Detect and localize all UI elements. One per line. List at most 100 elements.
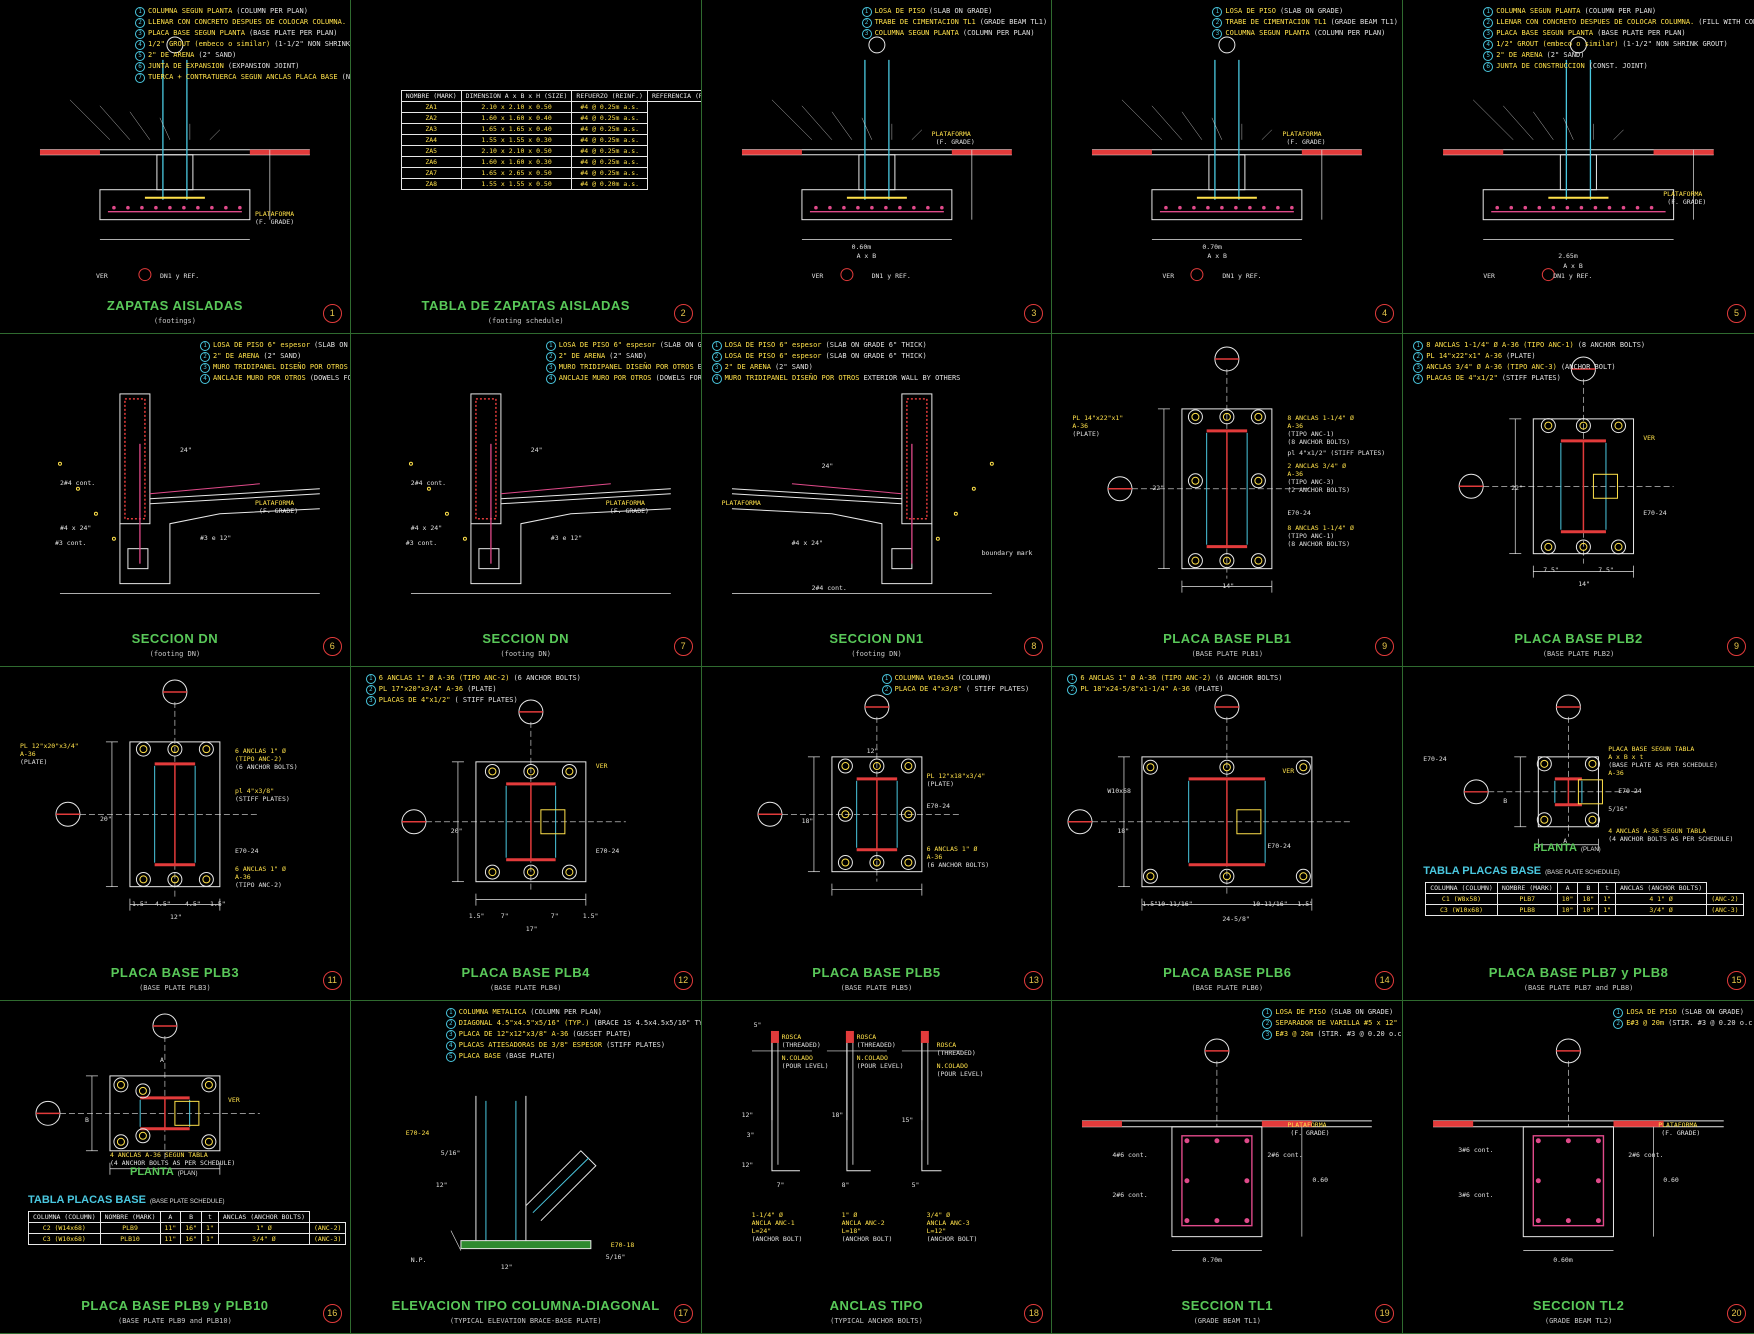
- drawing-circle: [113, 1076, 129, 1092]
- table-cell: #4 @ 0.25m a.s.: [571, 145, 648, 157]
- drawing-circle: [1566, 1217, 1572, 1223]
- note-text: COLUMNA SEGUN PLANTA: [1225, 29, 1310, 37]
- note-text: PLACA BASE SEGUN PLANTA: [148, 29, 245, 37]
- drawing-circle: [1565, 205, 1570, 210]
- drawing-circle: [1579, 205, 1584, 210]
- callout-label: (PLATE): [20, 758, 48, 766]
- drawing-circle: [1223, 763, 1232, 772]
- note-text: ANCLAS 3/4" Ø A-36 (TIPO ANC-3): [1426, 362, 1557, 371]
- drawing-circle: [166, 36, 184, 54]
- note-text: PL 18"x24-5/8"x1-1/4" A-36: [1080, 685, 1190, 693]
- callout-label: DN1 y REF.: [1553, 272, 1593, 280]
- callout-label: 5/16": [1608, 805, 1628, 813]
- callout-label: 24": [180, 445, 192, 454]
- note-text: 1/2" GROUT (embeco o similar): [1496, 40, 1619, 48]
- callout-label: 4 ANCLAS A-36 SEGUN TABLA: [110, 1150, 208, 1159]
- drawing-circle: [201, 1133, 217, 1149]
- detail-number-bubble: 17: [673, 1304, 693, 1323]
- table-cell: 11": [159, 1221, 182, 1234]
- callout-label: #4 x 24": [791, 538, 823, 547]
- callout-label: (STIFF PLATES): [235, 795, 290, 803]
- note-key: 3: [711, 362, 722, 373]
- drawing-circle: [526, 868, 535, 877]
- table-cell: 3/4" Ø: [217, 1232, 311, 1245]
- callout-label: (F. GRADE): [1290, 1128, 1330, 1137]
- note-english: (BRACE 1S 4.5x4.5x5/16" TYPICAL): [593, 1018, 700, 1027]
- drawing-circle: [1191, 412, 1200, 421]
- table-cell: ZA6: [400, 156, 462, 168]
- callout-label: 8 ANCLAS 1-1/4" Ø: [1287, 523, 1354, 532]
- detail-title: SECCION DN: [131, 631, 219, 646]
- drawing-circle: [935, 536, 940, 541]
- table-cell: C1 (W8x58): [1425, 893, 1498, 905]
- drawing-circle: [1523, 205, 1528, 210]
- callout-label: #3 e 12": [550, 533, 583, 542]
- callout-label: A-36: [1608, 769, 1624, 777]
- drawing-circle: [484, 763, 500, 779]
- note-english: (SLAB ON GRADE 6" THICK): [659, 340, 702, 349]
- detail-number-bubble: 5: [1726, 303, 1746, 323]
- drawing-line: [1122, 99, 1163, 140]
- slab-hatch: [1443, 149, 1504, 155]
- callout-label: E70-24: [235, 847, 259, 855]
- drawing-circle: [900, 855, 916, 870]
- drawing-circle: [1244, 1177, 1250, 1183]
- drawing-rect: [900, 392, 932, 524]
- drawing-circle: [135, 871, 151, 887]
- drawing-circle: [841, 205, 846, 210]
- detail-subtitle: (BASE PLATE PLB3): [139, 983, 211, 992]
- detail-number-bubble: 16: [322, 1304, 342, 1323]
- detail-title: PLACA BASE PLB9 y PLB10: [81, 1298, 269, 1313]
- note-key: 6: [135, 62, 145, 72]
- drawing-rect: [1208, 154, 1246, 191]
- thread-mark: [770, 1030, 779, 1043]
- drawing-circle: [57, 461, 62, 466]
- drawing-circle: [1254, 412, 1263, 421]
- callout-label: PLATAFORMA: [1663, 190, 1703, 198]
- drawing-rect: [127, 547, 149, 569]
- drawing-circle: [813, 205, 818, 210]
- drawing-circle: [1290, 205, 1295, 210]
- schedule-title: TABLA PLACAS BASE(BASE PLATE SCHEDULE): [28, 1193, 225, 1206]
- callout-label: 5/16": [440, 1148, 461, 1157]
- callout-label: 2#4 cont.: [410, 478, 447, 487]
- drawing-circle: [1219, 759, 1235, 775]
- detail-title: PLACA BASE PLB7 y PLB8: [1488, 964, 1669, 980]
- note-key: 3: [1483, 29, 1494, 39]
- detail-number-bubble: 18: [1024, 1304, 1044, 1323]
- note-english: (2" SAND): [263, 351, 302, 360]
- thread-mark: [845, 1030, 854, 1043]
- detail-title: PLACA BASE PLB1: [1163, 631, 1292, 646]
- callout-label: VER: [595, 762, 608, 770]
- callout-label: VER: [1483, 272, 1495, 280]
- thread-mark: [920, 1030, 929, 1043]
- note-english: (STIFF PLATES): [606, 1040, 666, 1049]
- callout-label: (THREADED): [936, 1048, 976, 1057]
- drawing-circle: [1296, 868, 1312, 884]
- drawing-circle: [204, 1080, 213, 1089]
- callout-label: L=12": [926, 1226, 947, 1235]
- table-cell: (ANC-2): [1706, 893, 1744, 905]
- table-cell: PLB9: [99, 1221, 161, 1234]
- callout-label: 24": [821, 461, 834, 470]
- drawing-line: [209, 129, 221, 140]
- note-english: (SLAB ON GRADE): [929, 7, 993, 15]
- note-english: (DOWELS FOR EXTERIOR WALLS BY OTHERS): [655, 373, 702, 382]
- table-cell: ZA2: [400, 112, 462, 124]
- callout-label: ANCLA ANC-2: [841, 1218, 885, 1227]
- drawing-circle: [841, 810, 850, 819]
- drawing-circle: [1146, 872, 1155, 881]
